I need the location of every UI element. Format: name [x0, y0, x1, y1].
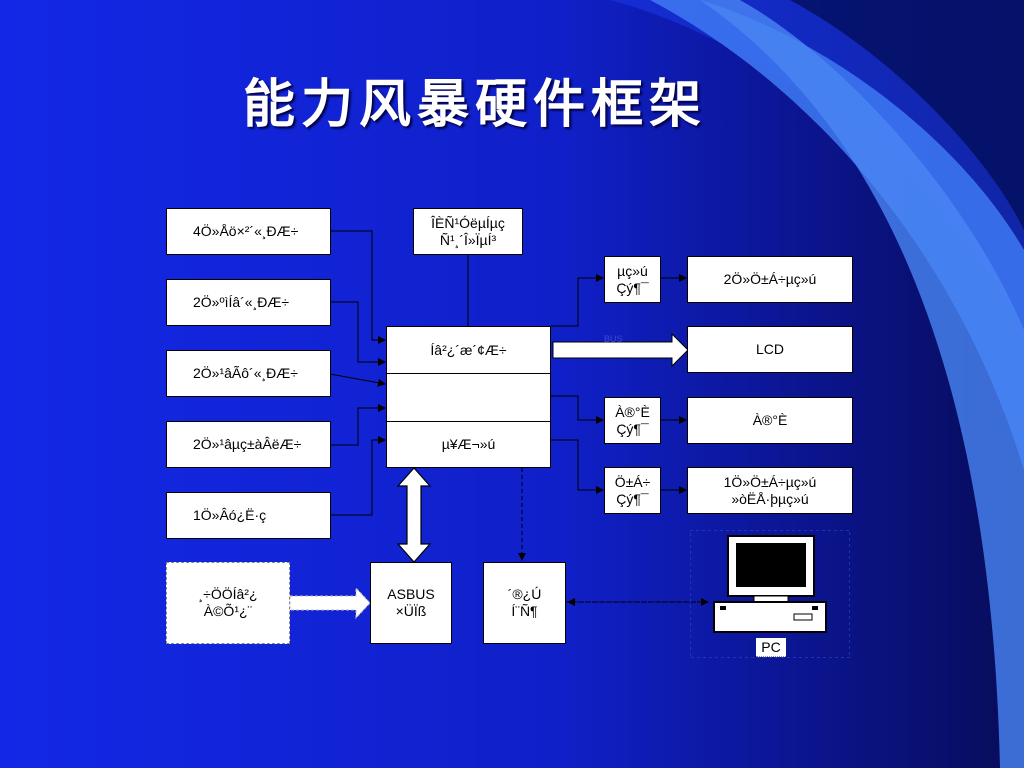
- cpu-memory-box: Íâ²¿´æ´¢Æ÷: [386, 326, 551, 374]
- sensor-box-5: 1Ö»Âó¿Ë·ç: [166, 492, 331, 539]
- expansion-card-box: ¸÷ÖÖÍâ²¿ À©Õ¹¿¨: [166, 562, 290, 644]
- sensor-box-1: 4Ö»Åö×²´«¸ÐÆ÷: [166, 208, 331, 255]
- power-reset-box: ÎÈÑ¹ÓëµÍµç Ñ¹¸´Î»ÏµÍ³: [413, 208, 523, 255]
- output-box-motors: 2Ö»Ö±Á÷µç»ú: [687, 256, 853, 303]
- pc-label: PC: [756, 638, 786, 657]
- sensor-box-4: 2Ö»¹âµç±àÂëÆ÷: [166, 421, 331, 468]
- cpu-bus-box: [386, 373, 551, 422]
- asbus-box: ASBUS ×ÜÏß: [370, 562, 452, 644]
- cpu-mcu-box: µ¥Æ¬»ú: [386, 421, 551, 468]
- pc-computer-icon: [690, 530, 850, 658]
- output-box-lcd: LCD: [687, 326, 853, 373]
- dc-driver-box: Ö±Á÷ Çý¶¯: [604, 467, 661, 514]
- slide-title: 能力风暴硬件框架: [242, 74, 707, 135]
- sensor-box-3: 2Ö»¹âÃô´«¸ÐÆ÷: [166, 350, 331, 397]
- sensor-box-2: 2Ö»ºìÍâ´«¸ÐÆ÷: [166, 279, 331, 326]
- serial-box: ´®¿Ú Í¨Ñ¶: [483, 562, 566, 644]
- output-box-speaker: À®°È: [687, 397, 853, 444]
- bus-label: BUS: [604, 334, 623, 344]
- speaker-driver-box: À®°È Çý¶¯: [604, 397, 661, 444]
- output-box-dc-motor: 1Ö»Ö±Á÷µç»ú »òËÅ·þµç»ú: [687, 467, 853, 514]
- motor-driver-box: µç»ú Çý¶¯: [604, 256, 661, 303]
